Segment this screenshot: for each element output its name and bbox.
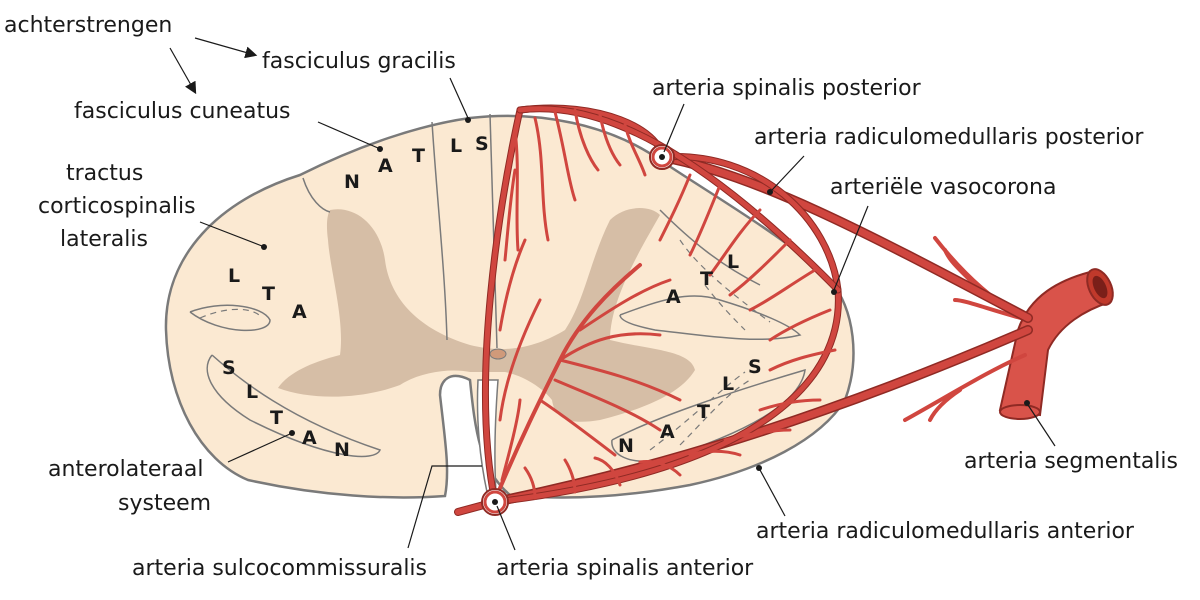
letter-dorsal-4: L: [450, 135, 462, 157]
label-arteria-spinalis-posterior: arteria spinalis posterior: [652, 76, 922, 101]
letter-cst-left-3: A: [292, 301, 307, 323]
letter-cst-right-2: T: [700, 268, 713, 290]
label-anterolateraal-2: systeem: [118, 491, 211, 516]
tract-letters: N A T L S L T A S L T A N A T L N A T L …: [222, 133, 762, 461]
letter-cst-right-1: A: [666, 286, 681, 308]
letter-dorsal-5: S: [475, 133, 489, 155]
label-arteria-sulcocommissuralis: arteria sulcocommissuralis: [132, 556, 427, 581]
dashed-boundaries: [199, 239, 771, 451]
letter-als-right-2: A: [660, 421, 675, 443]
letter-als-left-1: S: [222, 357, 236, 379]
letter-als-left-2: L: [246, 381, 258, 403]
labels: achterstrengen fasciculus gracilis fasci…: [4, 13, 1178, 581]
label-arteria-radiculomedullaris-anterior: arteria radiculomedullaris anterior: [756, 519, 1135, 544]
letter-als-right-4: L: [722, 373, 734, 395]
segmental-artery: [998, 268, 1114, 420]
label-fasciculus-gracilis: fasciculus gracilis: [262, 49, 456, 74]
label-arteria-radiculomedullaris-posterior: arteria radiculomedullaris posterior: [754, 125, 1144, 150]
penetrating-branches: [498, 108, 837, 500]
letter-cst-left-2: T: [262, 283, 275, 305]
letter-als-left-3: T: [270, 407, 283, 429]
central-canal: [489, 348, 507, 360]
label-tractus-3: lateralis: [60, 227, 148, 252]
letter-als-left-4: A: [302, 427, 317, 449]
arteries: [454, 104, 1114, 516]
label-arteriele-vasocorona: arteriële vasocorona: [830, 175, 1056, 200]
label-arteria-spinalis-anterior: arteria spinalis anterior: [496, 556, 754, 581]
letter-dorsal-2: A: [378, 155, 393, 177]
letter-cst-right-3: L: [727, 251, 739, 273]
label-achterstrengen: achterstrengen: [4, 13, 172, 38]
label-fasciculus-cuneatus: fasciculus cuneatus: [74, 99, 290, 124]
letter-als-right-3: T: [697, 401, 710, 423]
letter-cst-left-1: L: [228, 265, 240, 287]
label-arteria-segmentalis: arteria segmentalis: [964, 449, 1178, 474]
label-tractus-2: corticospinalis: [38, 194, 196, 219]
letter-dorsal-1: N: [344, 171, 360, 193]
letter-dorsal-3: T: [412, 145, 425, 167]
letter-als-right-5: S: [748, 356, 762, 378]
label-tractus-1: tractus: [66, 161, 143, 186]
letter-als-right-1: N: [618, 435, 634, 457]
letter-als-left-5: N: [334, 439, 350, 461]
label-anterolateraal-1: anterolateraal: [48, 457, 203, 482]
